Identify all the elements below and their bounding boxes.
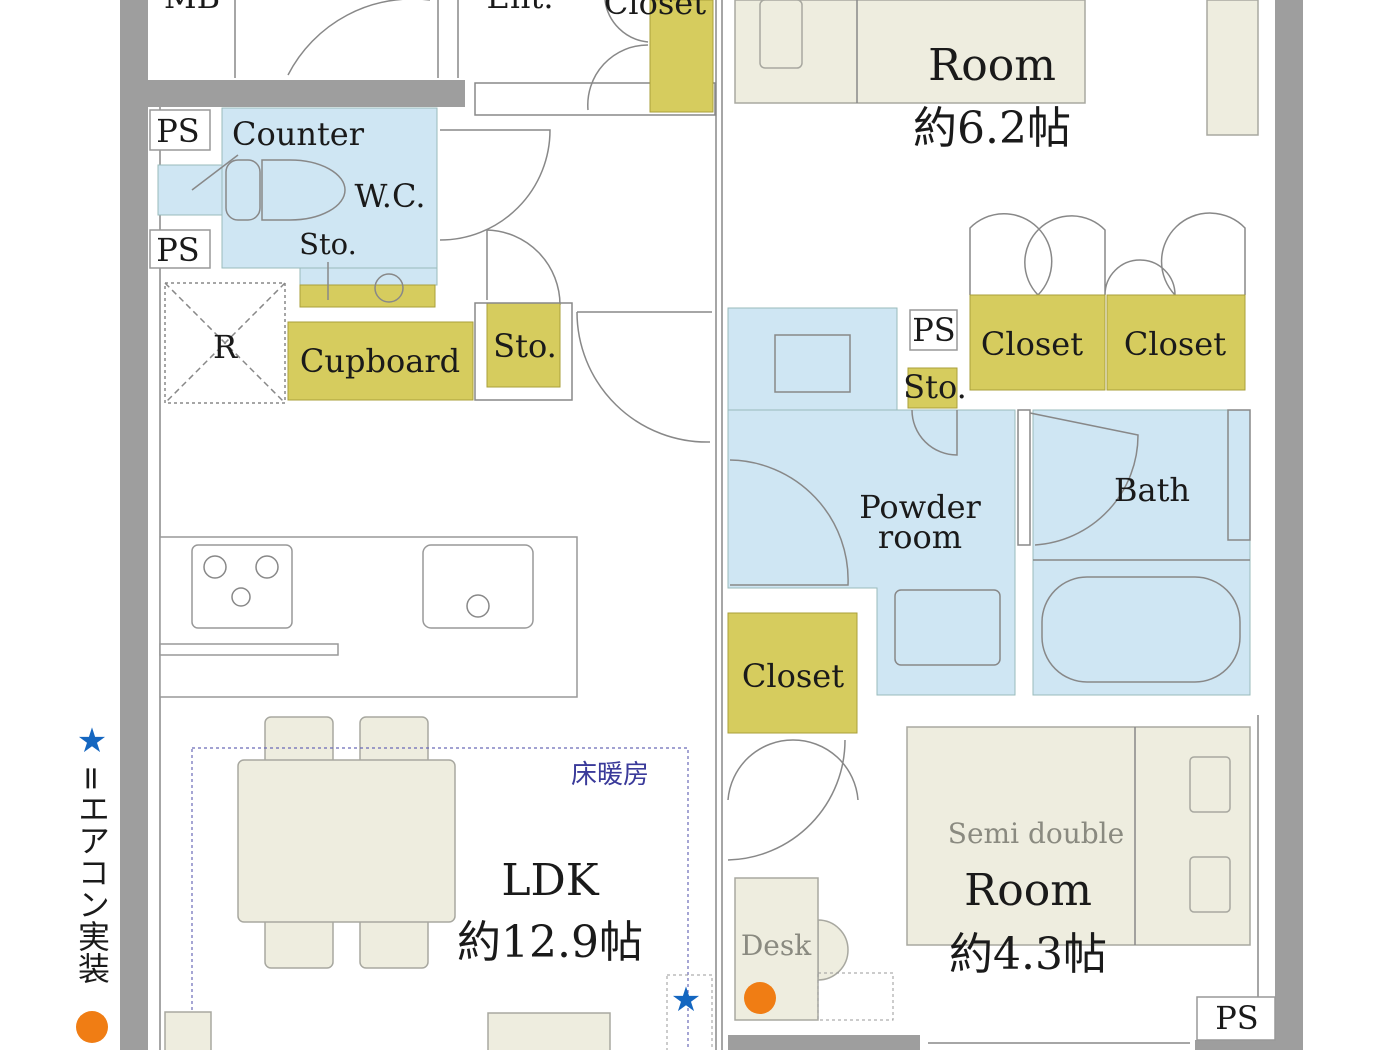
- label-r: R: [213, 328, 238, 366]
- label-ps: PS: [156, 231, 199, 269]
- label-ps: PS: [1215, 999, 1258, 1037]
- refrigerator-space: [164, 282, 286, 404]
- toilet-icon: [225, 159, 261, 221]
- ps-box: [149, 229, 211, 269]
- floor-heating-area: [191, 747, 689, 1050]
- right-outer-wall: [1275, 0, 1303, 1050]
- label-bed-type: Semi double: [948, 817, 1124, 850]
- legend-text: =エアコン実装: [73, 765, 111, 984]
- label-ldk: LDK: [501, 855, 599, 906]
- left-outer-wall: [120, 0, 148, 1050]
- ps-box: [149, 109, 211, 151]
- bath-room: [1032, 409, 1251, 696]
- ps-box: [909, 309, 958, 351]
- label-room-size: 約6.2帖: [913, 103, 1071, 154]
- label-floor-heating: 床暖房: [571, 760, 649, 790]
- dining-table: [237, 759, 456, 923]
- circle-icon: [744, 982, 776, 1014]
- counter: [157, 164, 223, 216]
- label-entrance: Ent.: [487, 0, 554, 16]
- hall-storage: [486, 302, 561, 388]
- label-powder-room: room: [878, 518, 962, 556]
- stove-icon: [191, 544, 293, 629]
- label-room: Room: [928, 40, 1056, 91]
- shelf: [1206, 0, 1259, 136]
- entrance-closet: [649, 0, 714, 113]
- bathtub: [1041, 576, 1241, 683]
- label-ldk-size: 約12.9帖: [457, 917, 643, 968]
- closet: [1106, 294, 1246, 391]
- interior-wall: [148, 80, 465, 107]
- label-closet: Closet: [1124, 325, 1226, 363]
- label-counter: Counter: [232, 115, 365, 153]
- label-ps: PS: [912, 311, 955, 349]
- label-closet: Closet: [981, 325, 1083, 363]
- label-wc: W.C.: [355, 177, 426, 215]
- label-storage: Sto.: [903, 368, 967, 406]
- ps-box: [1196, 996, 1276, 1041]
- wc-room: [221, 107, 438, 269]
- bottom-wall-right: [1195, 1040, 1275, 1050]
- washer-pan: [894, 589, 1001, 666]
- star-icon: ★: [671, 980, 701, 1020]
- label-storage: Sto.: [299, 227, 357, 261]
- label-desk: Desk: [741, 929, 812, 962]
- circle-icon: [76, 1011, 108, 1043]
- wc-storage: [299, 284, 436, 308]
- label-mb: MB: [164, 0, 220, 16]
- cupboard: [287, 321, 474, 401]
- label-storage: Sto.: [493, 327, 557, 365]
- closet: [727, 612, 858, 734]
- closet: [969, 294, 1106, 391]
- powder-storage: [907, 367, 958, 409]
- label-room: Room: [964, 865, 1092, 916]
- sink-icon: [422, 544, 534, 629]
- label-cupboard: Cupboard: [300, 342, 460, 380]
- label-powder-room: Powder: [859, 488, 981, 526]
- star-icon: ★: [77, 721, 107, 761]
- bottom-wall: [728, 1035, 920, 1050]
- legend: ★ =エアコン実装: [73, 721, 111, 1043]
- label-closet: Closet: [604, 0, 706, 22]
- label-closet: Closet: [742, 657, 844, 695]
- label-room-size: 約4.3帖: [949, 929, 1107, 980]
- powder-room: [727, 409, 1016, 696]
- label-ps: PS: [156, 112, 199, 150]
- vanity: [727, 307, 898, 411]
- label-bath: Bath: [1114, 471, 1190, 509]
